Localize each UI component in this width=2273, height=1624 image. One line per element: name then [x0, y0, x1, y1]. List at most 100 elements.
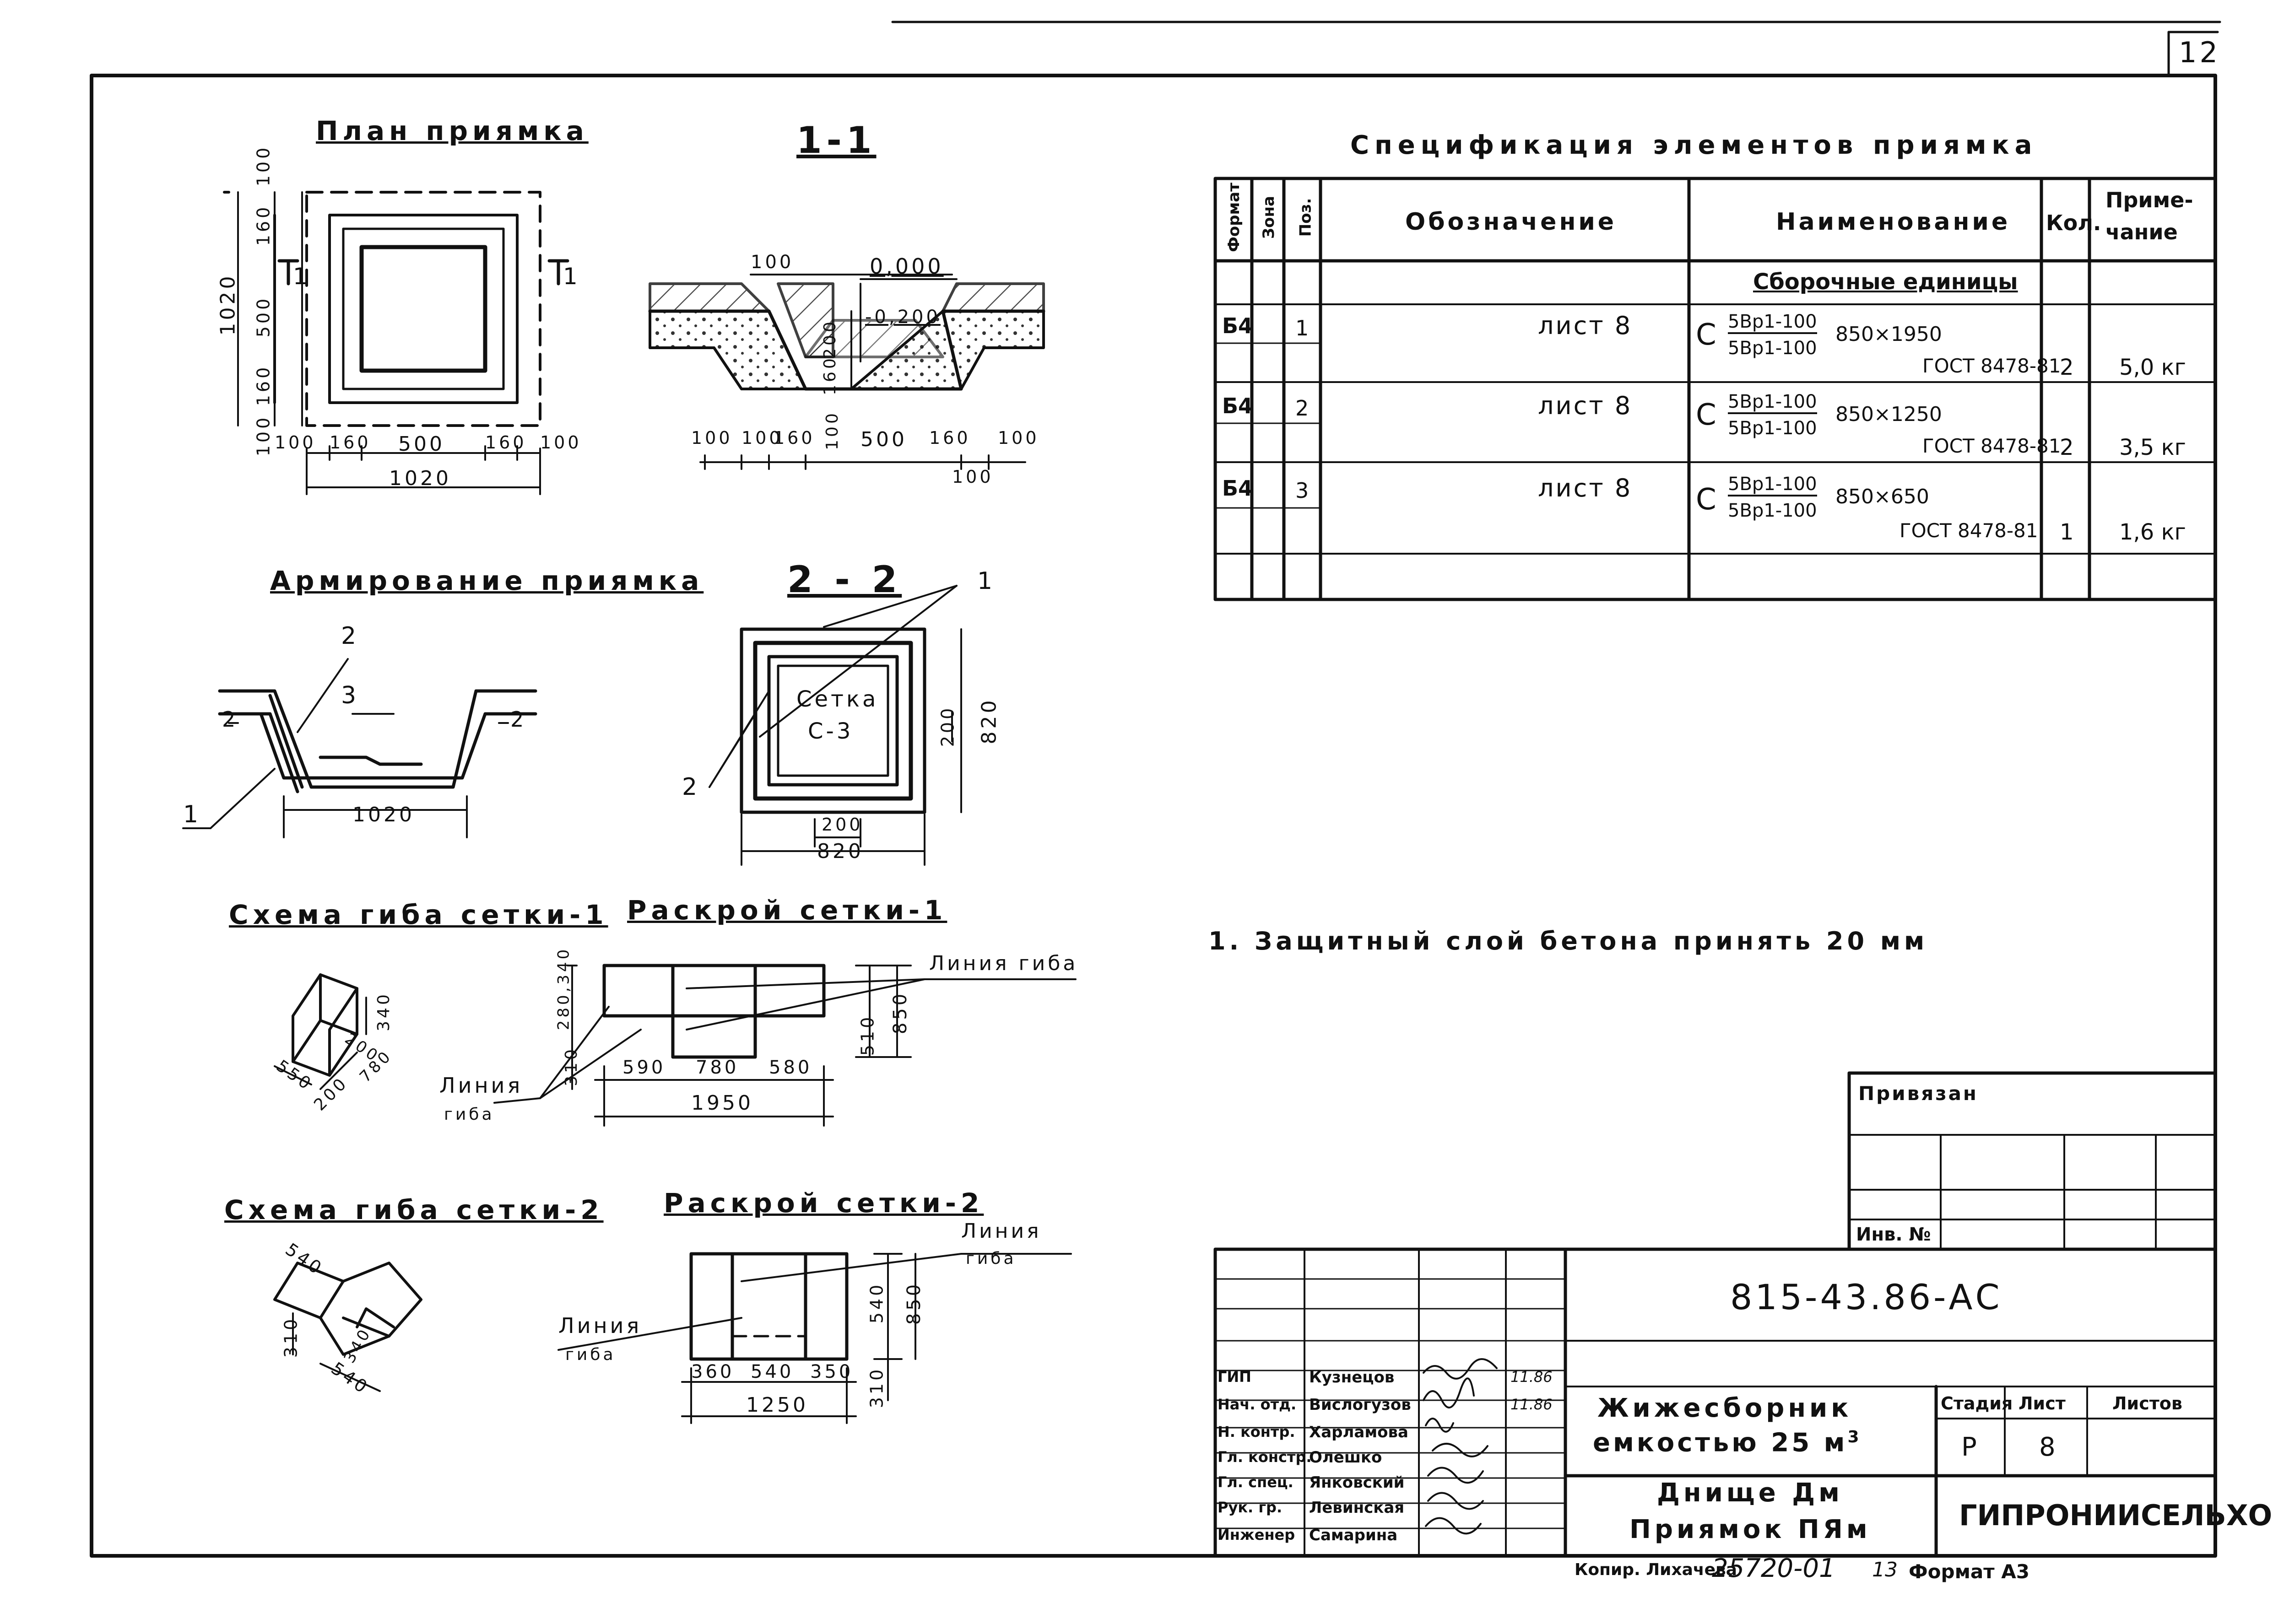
stamp-role: Гл. спец. — [1218, 1473, 1293, 1491]
section-dim-label: 200 — [820, 319, 839, 359]
plan-dim-label: 160 — [253, 204, 274, 246]
reinf-position: 2 — [222, 707, 238, 732]
general-note: 1. Защитный слой бетона принять 20 мм — [1208, 927, 1928, 955]
spec-row-size: 850×650 — [1835, 485, 1929, 508]
cut2-bend-line: гиба — [565, 1345, 616, 1364]
cut2-dim: 540 — [751, 1361, 794, 1382]
stamp-role: Н. контр. — [1218, 1423, 1295, 1441]
spec-header-name: Наименование — [1776, 208, 2011, 236]
cut-2-drawing — [557, 1252, 1072, 1424]
plan-rim-outer — [328, 214, 519, 404]
spec-row-den: 5Вр1-100 — [1728, 500, 1817, 521]
cut2-dim: 850 — [904, 1281, 925, 1325]
plan-title: План приямка — [316, 115, 589, 146]
spec-row-format: Б4 — [1222, 476, 1253, 501]
spec-header-note: чание — [2105, 220, 2178, 244]
plan-pit-bottom — [359, 245, 487, 373]
section-dim-label: 100 — [751, 252, 794, 273]
copy-sheet: 13 — [1872, 1558, 1898, 1581]
section-dim-label: 100 — [823, 410, 842, 450]
reinforcement-drawing — [182, 658, 537, 838]
stamp-date: 11.86 — [1510, 1368, 1553, 1386]
stamp-stage: Р — [1961, 1432, 1977, 1462]
section22-dim: 820 — [977, 697, 1001, 745]
plan-rim-inner — [342, 227, 505, 390]
spec-row-gost: ГОСТ 8478-81 — [1900, 519, 2038, 542]
stamp-sheet-no: 8 — [2039, 1432, 2056, 1462]
spec-row-designation: лист 8 — [1538, 391, 1633, 420]
stamp-role: Гл. констр. — [1218, 1448, 1312, 1466]
spec-row-qty: 2 — [2060, 355, 2074, 380]
cut2-dim: 540 — [866, 1282, 887, 1324]
plan-dim-label: 160 — [253, 364, 274, 406]
cut2-bend-line: Линия — [558, 1313, 642, 1338]
mesh-label: С-3 — [808, 718, 854, 744]
spec-row-pos: 1 — [1295, 316, 1309, 340]
plan-cut-mark: 1 — [563, 263, 580, 290]
spec-header-note: Приме- — [2105, 188, 2193, 212]
spec-row-prefix: С — [1696, 398, 1716, 432]
page-number: 12 — [2179, 36, 2220, 69]
reinf-position: 2 — [510, 707, 527, 732]
spec-row-gost: ГОСТ 8478-81 — [1922, 355, 2061, 377]
stamp-privyazan: Привязан — [1858, 1082, 1978, 1105]
stamp-sheet-title: Днище Дм — [1657, 1478, 1843, 1508]
plan-dim-label: 100 — [253, 145, 274, 187]
section-elevation: -0,200 — [865, 307, 941, 328]
spec-row-designation: лист 8 — [1538, 474, 1633, 502]
cut1-dim: 510 — [857, 1014, 878, 1056]
section-elevation: 0,000 — [870, 254, 944, 279]
plan-dim-label: 100 — [275, 432, 316, 453]
section-2-2-drawing — [709, 585, 962, 866]
section-1-1-drawing — [648, 274, 1045, 470]
spec-header-designation: Обозначение — [1405, 208, 1617, 236]
cut1-dim: 1950 — [691, 1091, 753, 1115]
section-dim-label: 100 — [741, 428, 783, 448]
spec-row-num: 5Вр1-100 — [1728, 311, 1817, 334]
spec-row-size: 850×1950 — [1835, 323, 1942, 346]
section22-dim: 200 — [937, 705, 958, 747]
spec-row-size: 850×1250 — [1835, 403, 1942, 426]
signatures — [1423, 1358, 1498, 1535]
reinf-width: 1020 — [352, 803, 415, 826]
spec-row-pos: 2 — [1295, 396, 1309, 421]
stamp-grid — [1213, 1071, 2217, 1558]
stamp-code: 815-43.86-АС — [1730, 1277, 2002, 1317]
spec-row-num: 5Вр1-100 — [1728, 391, 1817, 414]
section-dim-label: 160 — [929, 428, 971, 448]
spec-row-designation: лист 8 — [1538, 311, 1633, 340]
plan-dim-label: 100 — [540, 432, 582, 453]
plan-dim-label: 160 — [330, 432, 371, 453]
reinf-position: 3 — [341, 682, 359, 709]
stamp-person: Самарина — [1309, 1526, 1398, 1544]
cut-1-drawing — [493, 964, 1077, 1127]
reinf-position: 1 — [183, 801, 201, 828]
plan-outer-dashed — [305, 191, 541, 427]
copy-number: 25720-01 — [1712, 1554, 1835, 1583]
stamp-person: Олешко — [1309, 1448, 1382, 1467]
spec-table-grid — [1213, 177, 2217, 601]
copy-label: Копир. Лихачева — [1575, 1560, 1737, 1579]
stamp-person: Янковский — [1309, 1473, 1405, 1492]
spec-row-gost: ГОСТ 8478-81 — [1922, 435, 2061, 457]
section22-position: 1 — [977, 567, 996, 595]
plan-dim-label: 500 — [253, 296, 274, 338]
bend-scheme-2-drawing — [273, 1262, 422, 1392]
section-dim-label: 100 — [691, 428, 733, 448]
plan-cut-mark: 1 — [293, 263, 310, 290]
stamp-organization: ГИПРОНИИСЕЛЬХОЗ — [1959, 1499, 2273, 1532]
cut1-dim: 850 — [890, 991, 911, 1035]
cut2-dim: 310 — [866, 1366, 887, 1408]
stamp-person: Харламова — [1309, 1423, 1408, 1441]
bend-scheme-1-title: Схема гиба сетки-1 — [229, 899, 608, 930]
cut2-bend-line: Линия — [961, 1219, 1042, 1243]
page-number-box — [2167, 31, 2219, 77]
spec-row-prefix: С — [1696, 483, 1716, 517]
cut1-dim: 590 — [622, 1057, 666, 1078]
stamp-sheets-label: Листов — [2112, 1393, 2182, 1414]
stamp-sheet-label: Лист — [2019, 1393, 2066, 1414]
section22-position: 2 — [682, 773, 700, 801]
reinforcement-title: Армирование приямка — [270, 565, 704, 596]
section-2-2-title: 2 - 2 — [787, 558, 902, 601]
